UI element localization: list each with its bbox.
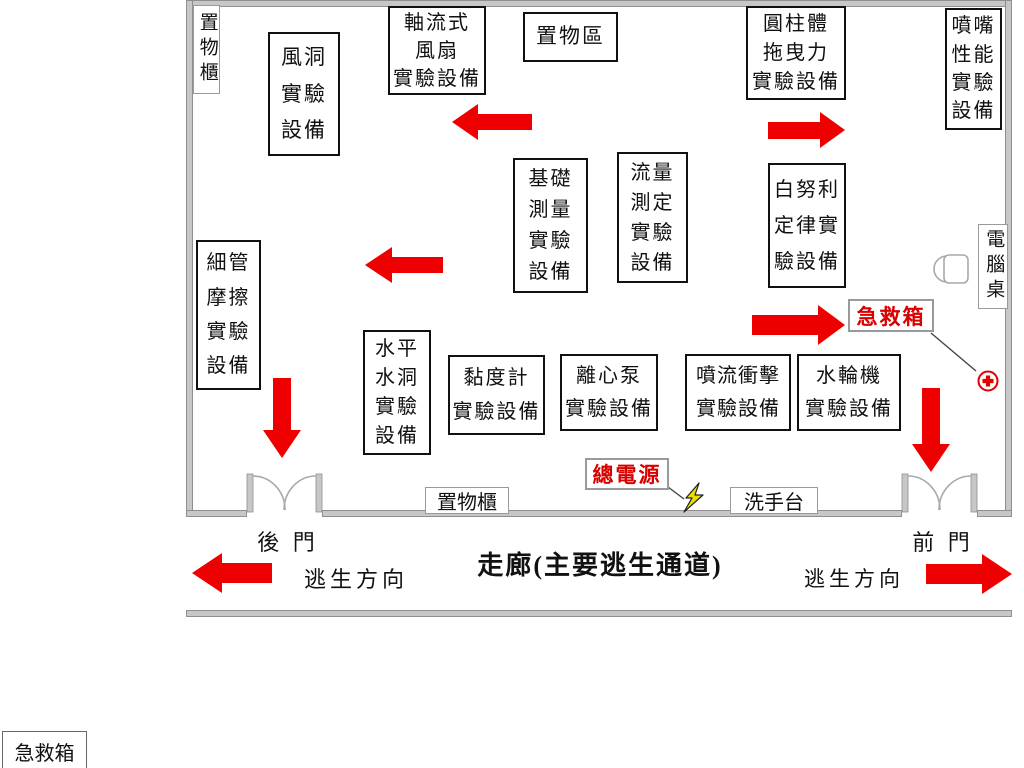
storage-cabinet-left-box: 置物櫃 — [193, 5, 220, 94]
chair-icon — [933, 254, 969, 284]
escape-direction-right-label: 逃生方向 — [804, 567, 904, 591]
bernoulli-law-box: 白努利 定律實 驗設備 — [768, 163, 846, 288]
corridor-title: 走廊(主要逃生通道) — [477, 550, 723, 580]
arrow-right-top — [768, 112, 845, 148]
water-turbine-box: 水輪機 實驗設備 — [797, 354, 901, 431]
capillary-friction-box: 細管 摩擦 實驗 設備 — [196, 240, 261, 390]
first-aid-corner-label: 急救箱 — [2, 731, 87, 768]
basic-measurement-box: 基礎 測量 實驗 設備 — [513, 158, 588, 293]
wall-bottom-segment-1 — [186, 510, 247, 517]
arrow-down-back-door — [263, 378, 301, 458]
escape-direction-left-label: 逃生方向 — [303, 567, 408, 592]
arrow-left-top — [452, 104, 532, 140]
wall-top — [186, 0, 1012, 7]
jet-impact-box: 噴流衝擊 實驗設備 — [685, 354, 791, 431]
storage-cabinet-bottom-label: 置物櫃 — [425, 487, 509, 514]
main-power-label: 總電源 — [585, 458, 669, 490]
horizontal-water-tunnel-box: 水平 水洞 實驗 設備 — [363, 330, 431, 455]
wall-bottom-segment-3 — [977, 510, 1012, 517]
front-door-symbol — [901, 473, 978, 513]
wind-tunnel-box: 風洞 實驗 設備 — [268, 32, 340, 156]
arrow-escape-right — [926, 554, 1012, 594]
first-aid-connector-line — [930, 332, 977, 372]
flow-measurement-box: 流量 測定 實驗 設備 — [617, 152, 688, 283]
wall-bottom-segment-2 — [322, 510, 902, 517]
cylinder-drag-box: 圓柱體 拖曳力 實驗設備 — [746, 6, 846, 100]
arrow-down-front-door — [912, 388, 950, 472]
nozzle-performance-box: 噴嘴 性能 實驗 設備 — [945, 8, 1002, 130]
storage-area-box: 置物區 — [523, 12, 618, 62]
computer-desk-box: 電腦桌 — [978, 224, 1008, 309]
sink-label: 洗手台 — [730, 487, 818, 514]
axial-fan-box: 軸流式 風扇 實驗設備 — [388, 6, 486, 95]
front-door-label: 前 門 — [912, 530, 974, 555]
centrifugal-pump-box: 離心泵 實驗設備 — [560, 354, 658, 431]
arrow-left-middle — [365, 247, 443, 283]
arrow-escape-left — [192, 553, 272, 593]
back-door-symbol — [246, 473, 323, 513]
viscometer-box: 黏度計 實驗設備 — [448, 355, 545, 435]
corridor-wall — [186, 610, 1012, 617]
back-door-label: 後 門 — [257, 530, 319, 555]
arrow-right-to-first-aid — [752, 305, 845, 345]
first-aid-label: 急救箱 — [848, 299, 934, 332]
first-aid-cross-icon — [977, 370, 999, 392]
lightning-bolt-icon — [683, 482, 704, 513]
